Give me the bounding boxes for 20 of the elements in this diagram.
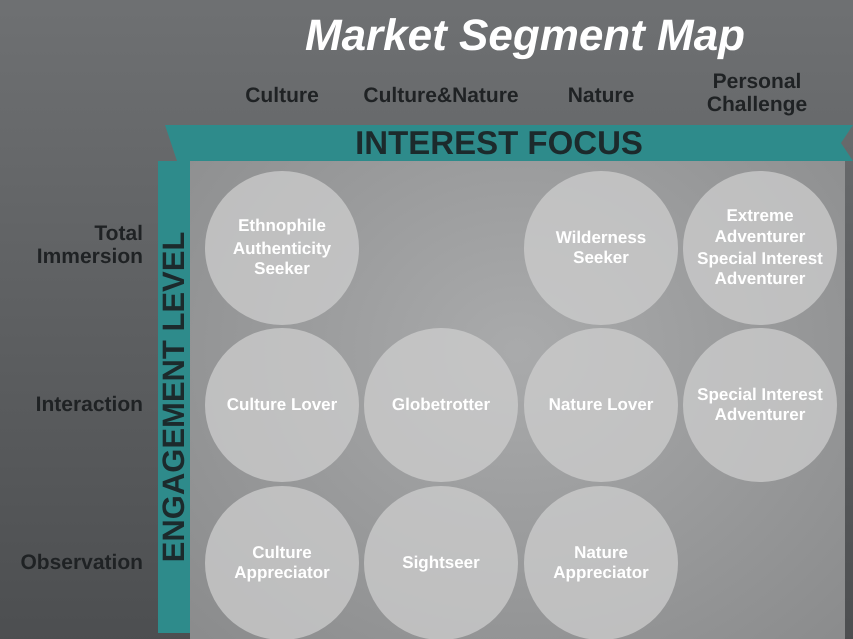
- segment-name: Special Interest Adventurer: [696, 249, 824, 290]
- segment-name: Sightseer: [402, 552, 480, 574]
- segment-name: Wilderness Seeker: [554, 228, 648, 268]
- column-header: Personal Challenge: [706, 70, 808, 116]
- segment-name: Ethnophile: [238, 216, 326, 237]
- engagement-level-banner: [158, 161, 190, 633]
- segment-name: Globetrotter: [392, 394, 490, 416]
- segment-name: Nature Lover: [548, 394, 654, 416]
- column-header: Culture&Nature: [362, 84, 520, 108]
- segment-name: Nature Appreciator: [552, 542, 650, 584]
- banner-text: ENGAGEMENT LEVEL: [158, 232, 190, 562]
- segment-name: Culture Lover: [226, 394, 338, 416]
- segment-name: Culture Appreciator: [233, 542, 331, 584]
- segment-name: Extreme Adventurer: [714, 206, 806, 247]
- title: Market Segment Map: [304, 12, 746, 60]
- row-label: Total Immersion: [36, 222, 143, 268]
- segment-name: Special Interest Adventurer: [696, 384, 824, 426]
- banner-text: INTEREST FOCUS: [354, 125, 644, 161]
- segment-name: Authenticity Seeker: [232, 238, 332, 280]
- row-label: Interaction: [34, 393, 143, 416]
